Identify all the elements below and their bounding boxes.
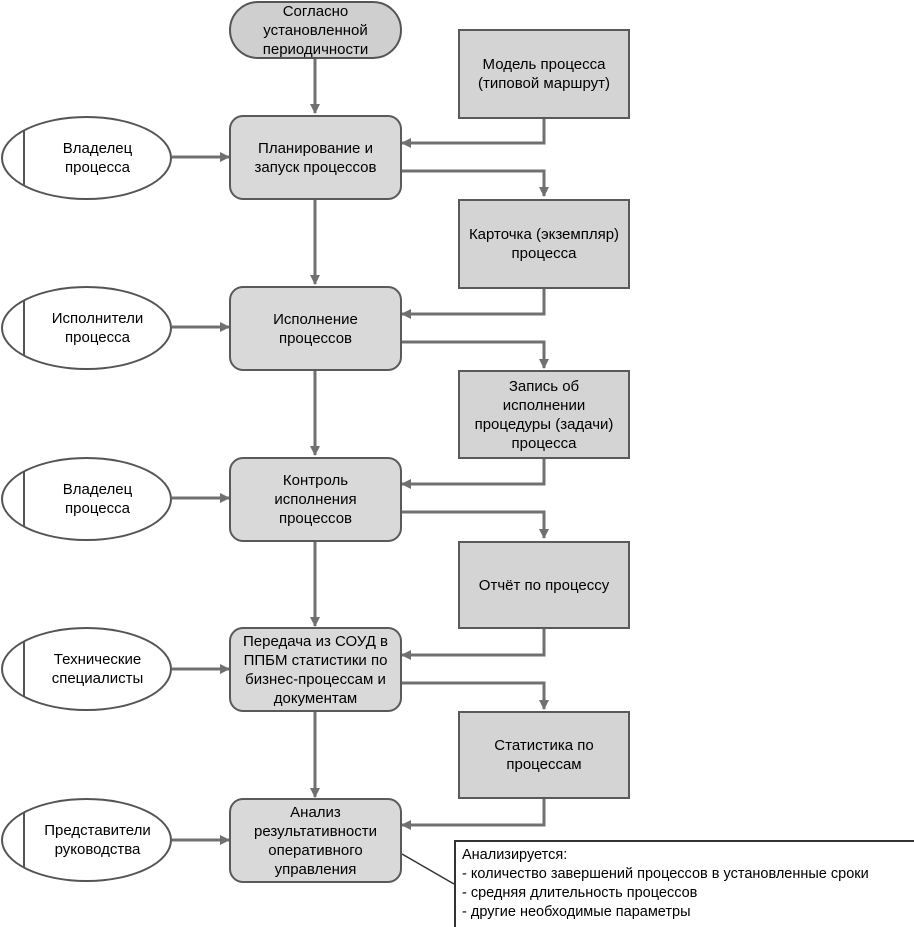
step-control: Контроль исполнения процессов [229,457,402,542]
doc-process-report: Отчёт по процессу [458,541,630,629]
doc-process-card-label: Карточка (экземпляр) процесса [468,226,620,262]
arrow-planning-to-card [402,169,549,197]
arrow-doc-report-in [401,628,546,660]
doc-process-model: Модель процесса (типовой маршрут) [458,29,630,119]
doc-process-card: Карточка (экземпляр) процесса [458,199,630,289]
note-leader-line [401,853,455,885]
step-control-label: Контроль исполнения процессов [274,472,357,527]
actor-technical-specialists: Технические специалисты [1,627,172,711]
actor-label: Владелец процесса [62,140,133,176]
actor-bar [23,641,25,697]
arrow-control-to-report [402,510,549,539]
step-planning-label: Планирование и запуск процессов [254,139,377,176]
step-planning: Планирование и запуск процессов [229,115,402,200]
arrow-transfer-to-stats [402,681,549,710]
arrow-execution-to-record [402,340,549,369]
arrow-doc-stats-in [401,798,546,830]
doc-process-statistics-label: Статистика по процессам [494,737,594,773]
actor-process-owner-2: Владелец процесса [1,457,172,541]
start-label: Согласно установленной периодичности [262,2,369,58]
doc-execution-record-label: Запись об исполнении процедуры (задачи) … [474,377,614,452]
doc-process-model-label: Модель процесса (типовой маршрут) [478,56,610,92]
step-analysis-label: Анализ результативности оперативного упр… [254,803,377,878]
actor-label: Технические специалисты [51,651,144,687]
note-item: - средняя длительность процессов [462,885,698,901]
doc-process-report-label: Отчёт по процессу [478,576,610,594]
actor-label: Владелец процесса [62,481,133,517]
actor-bar [23,130,25,186]
doc-process-statistics: Статистика по процессам [458,711,630,799]
step-analysis: Анализ результативности оперативного упр… [229,798,402,883]
step-execution: Исполнение процессов [229,286,402,371]
start-terminator: Согласно установленной периодичности [229,1,402,59]
step-execution-label: Исполнение процессов [273,310,358,347]
arrow-doc-record-in [401,458,546,489]
analysis-note: Анализируется: - количество завершений п… [454,840,914,927]
actor-process-executors: Исполнители процесса [1,286,172,370]
actor-label: Представители руководства [44,822,151,858]
actor-bar [23,300,25,356]
step-transfer-label: Передача из СОУД в ППБМ статистики по би… [243,632,388,707]
note-title: Анализируется: [462,847,568,863]
actor-bar [23,812,25,868]
step-transfer: Передача из СОУД в ППБМ статистики по би… [229,627,402,712]
actor-management-representatives: Представители руководства [1,798,172,882]
arrow-doc-model-in [401,118,546,148]
actor-label: Исполнители процесса [51,310,144,346]
note-item: - другие необходимые параметры [462,904,691,920]
actor-process-owner-1: Владелец процесса [1,116,172,200]
doc-execution-record: Запись об исполнении процедуры (задачи) … [458,370,630,459]
arrow-doc-card-in [401,288,546,319]
actor-bar [23,471,25,527]
note-item: - количество завершений процессов в уста… [462,866,869,882]
